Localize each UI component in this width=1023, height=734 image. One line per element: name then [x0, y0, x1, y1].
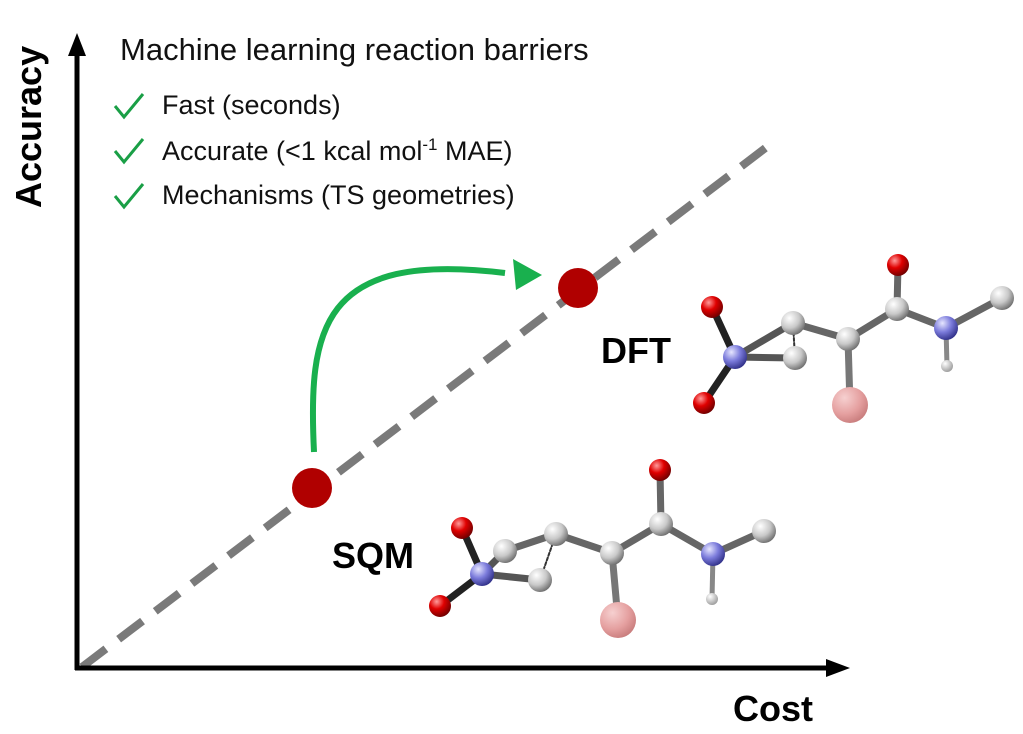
check-icon [113, 92, 145, 119]
feature-mechanisms-text: Mechanisms (TS geometries) [162, 180, 515, 210]
x-axis-label: Cost [733, 688, 813, 729]
x-axis [75, 659, 850, 677]
feature-accurate-text: Accurate (<1 kcal mol-1 MAE) [162, 135, 513, 166]
improvement-arrow [309, 259, 542, 453]
dft-point [558, 268, 598, 308]
trend-line [79, 136, 779, 671]
feature-accurate: Accurate (<1 kcal mol-1 MAE) [112, 135, 513, 167]
check-icon [113, 138, 145, 165]
sqm-molecule-icon [429, 459, 776, 638]
y-axis-arrowhead [68, 33, 86, 56]
x-axis-arrowhead [826, 659, 850, 677]
sqm-label: SQM [332, 535, 415, 576]
y-axis-label: Accuracy [8, 45, 49, 208]
dft-molecule-icon [693, 254, 1014, 423]
dft-label: DFT [601, 330, 671, 371]
feature-fast-text: Fast (seconds) [162, 90, 341, 120]
sqm-point [292, 468, 332, 508]
diagram-title: Machine learning reaction barriers [120, 32, 589, 67]
check-icon [113, 182, 145, 209]
y-axis [68, 33, 86, 670]
feature-fast: Fast (seconds) [112, 90, 341, 121]
feature-mechanisms: Mechanisms (TS geometries) [112, 180, 515, 211]
